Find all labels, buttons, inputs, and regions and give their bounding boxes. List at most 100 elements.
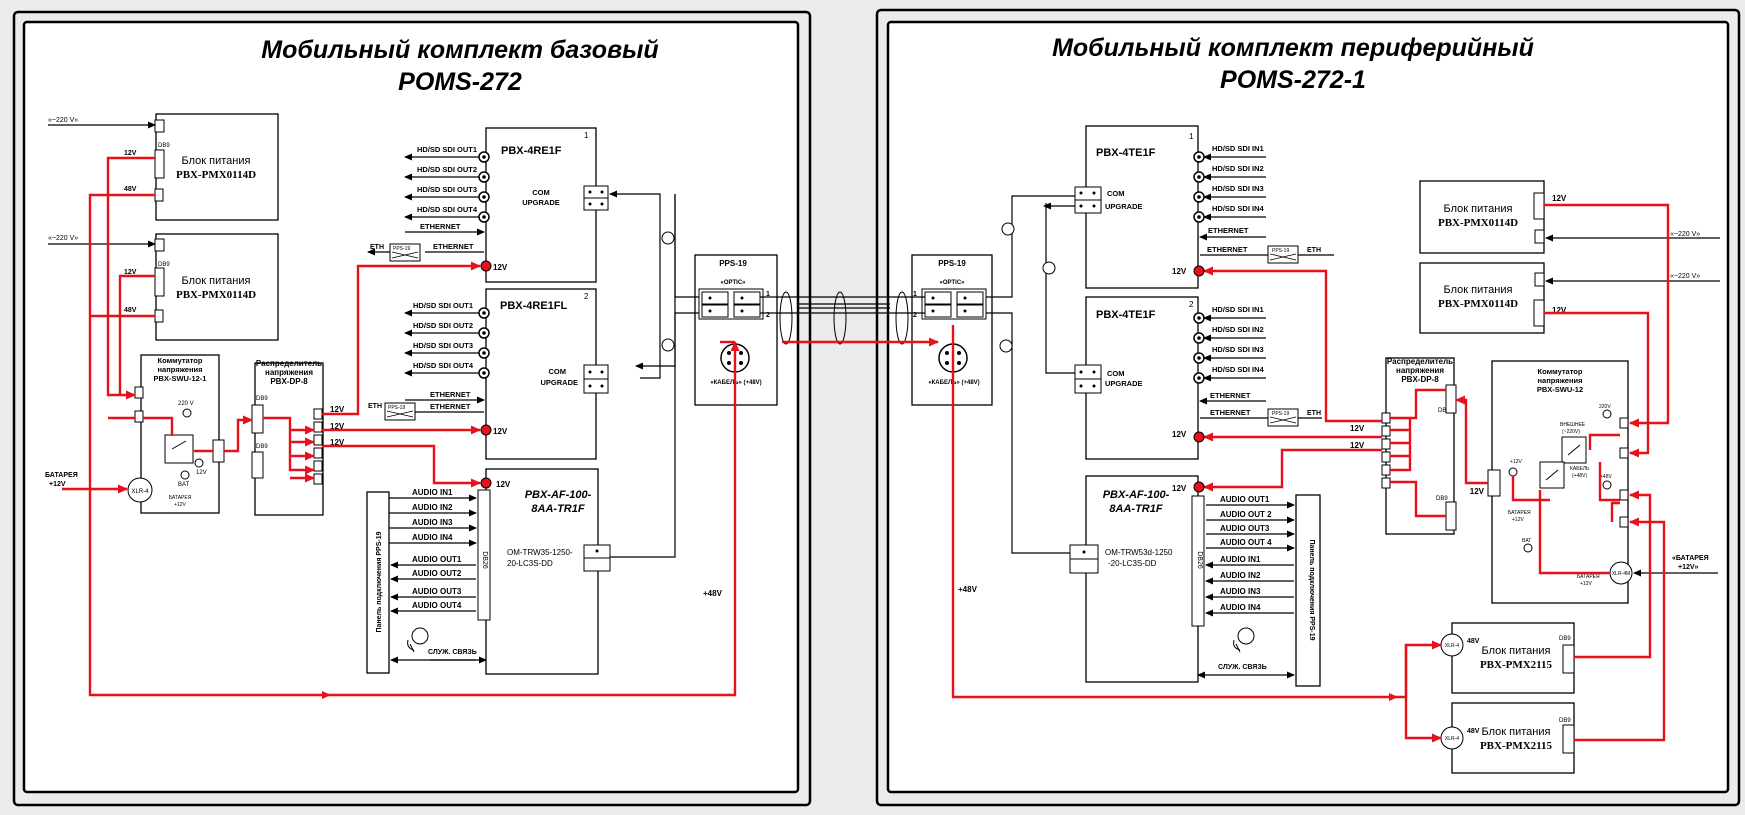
svg-text:12V: 12V [1552,306,1567,315]
svg-text:AUDIO IN4: AUDIO IN4 [1220,603,1261,612]
v48-label: 48V [124,307,137,314]
terminal-icon [1619,516,1629,528]
terminal-icon [154,188,164,202]
svg-text:12V: 12V [1350,441,1365,450]
svg-text:«OPTIC»: «OPTIC» [720,280,746,286]
db9-connector-icon [1533,299,1545,327]
svg-text:ВНЕШНЕЕ: ВНЕШНЕЕ [1560,422,1586,428]
v48-label: +48V [703,589,723,598]
indicator-icon [1602,409,1612,419]
svg-text:12V: 12V [1552,194,1567,203]
right-te2-ports: HD/SD SDI IN1 HD/SD SDI IN2 HD/SD SDI IN… [1193,305,1322,427]
right-voltage-switch: Коммутатор напряжения PBX-SWU-12 220V ВН… [1470,360,1633,604]
db9-connector-icon [1487,469,1501,497]
svg-text:КАБЕЛЬ: КАБЕЛЬ [1570,466,1590,472]
svg-text:ETH: ETH [370,244,384,251]
svg-text:HD/SD SDI OUT1: HD/SD SDI OUT1 [417,145,477,154]
audio-out-3: AUDIO OUT3 [390,587,476,601]
right-pbx-af-100: PBX-AF-100- 8AA-TR1F 12V OM-TRW53d-1250 … [1069,475,1205,683]
svg-text:напряжения: напряжения [265,368,313,377]
svg-text:AUDIO IN2: AUDIO IN2 [1220,571,1261,580]
svg-text:PBX-DP-8: PBX-DP-8 [1401,375,1439,384]
sdi-out-2: HD/SD SDI OUT2 [404,165,490,183]
sdi-out-1: HD/SD SDI OUT1 [404,301,490,319]
sdi-in-3: HD/SD SDI IN3 [1193,184,1266,203]
svg-text:PPS-19: PPS-19 [1272,248,1289,254]
svg-text:220 V: 220 V [178,401,194,407]
device-model: PBX-4TE1F [1096,147,1156,159]
svg-text:напряжения: напряжения [1538,376,1583,385]
ac-label: «~220 V» [48,117,78,124]
sdi-out-4: HD/SD SDI OUT4 [404,205,490,223]
svg-text:2: 2 [1189,300,1194,309]
svg-text:ETH: ETH [1307,247,1321,254]
svg-text:12V: 12V [1470,487,1485,496]
right-pbx-4te1f-1: PBX-4TE1F 1 COM UPGRADE 12V [1074,125,1199,289]
svg-text:Распределитель: Распределитель [256,359,322,368]
sdi-in-4: HD/SD SDI IN4 [1193,204,1266,223]
svg-text:COM: COM [549,367,567,376]
svg-text:(~220V): (~220V) [1562,429,1580,435]
svg-text:AUDIO OUT4: AUDIO OUT4 [412,601,462,610]
db9-connector-icon [212,439,225,463]
indicator-icon [182,408,192,418]
audio-out-3: AUDIO OUT3 [1206,524,1295,538]
svg-text:HD/SD SDI IN3: HD/SD SDI IN3 [1212,184,1264,193]
audio-out-2: AUDIO OUT 2 [1206,510,1295,524]
svg-text:PBX-SWU-12-1: PBX-SWU-12-1 [154,374,207,383]
svg-text:AUDIO IN3: AUDIO IN3 [1220,587,1261,596]
left-voltage-switch: Коммутатор напряжения PBX-SWU-12-1 220 V… [127,354,225,514]
svg-text:DB26: DB26 [1196,551,1203,569]
device-model: PBX-4RE1F [501,145,562,157]
svg-text:UPGRADE: UPGRADE [1105,202,1143,211]
svg-text:+12V: +12V [1512,517,1524,523]
svg-text:COM: COM [532,188,550,197]
svg-text:-20-LC3S-DD: -20-LC3S-DD [1108,559,1157,568]
svg-text:20-LC3S-DD: 20-LC3S-DD [507,559,553,568]
svg-text:AUDIO OUT 2: AUDIO OUT 2 [1220,510,1272,519]
svg-text:HD/SD SDI IN4: HD/SD SDI IN4 [1212,365,1265,374]
db9-connector-icon [1562,644,1575,674]
audio-out-4: AUDIO OUT 4 [1206,538,1295,552]
svg-text:Панель подключения PPS-19: Панель подключения PPS-19 [1308,540,1315,641]
v12-label: 12V [124,269,137,276]
left-pbx-4re1fl: PBX-4RE1FL 2 COM UPGRADE [485,288,609,460]
svg-text:DB9: DB9 [1436,496,1448,502]
svg-text:HD/SD SDI IN4: HD/SD SDI IN4 [1212,204,1265,213]
svg-text:«OPTIC»: «OPTIC» [939,280,965,286]
svg-text:HD/SD SDI OUT1: HD/SD SDI OUT1 [413,301,473,310]
svg-text:Панель подключения PPS-19: Панель подключения PPS-19 [376,531,383,632]
terminal-icon [134,410,144,423]
terminal-icon [1619,489,1629,501]
db9-connector-icon [251,404,264,434]
svg-text:PPS-19: PPS-19 [1272,411,1289,417]
audio-in-1: AUDIO IN1 [1205,555,1294,569]
left-com-wiring [609,190,699,558]
db26-connector-icon [477,489,491,621]
svg-text:AUDIO IN1: AUDIO IN1 [412,488,453,497]
ac-socket-icon [1534,229,1545,244]
left-pbx-af-100: PBX-AF-100- 8AA-TR1F OM-TRW35-1250- 20-L… [477,468,611,675]
left-title-line2: POMS-272 [398,68,522,96]
svg-text:12V: 12V [196,470,207,476]
right-title-line2: POMS-272-1 [1220,66,1366,94]
left-psu-1: Блок питания PBX-PMX0114D DB9 «~220 V» 1… [48,113,279,221]
db9-connector-icon [1445,501,1457,531]
svg-text:БАТАРЕЯ: БАТАРЕЯ [169,495,192,501]
svg-text:СЛУЖ. СВЯЗЬ: СЛУЖ. СВЯЗЬ [428,649,477,656]
svg-text:AUDIO OUT2: AUDIO OUT2 [412,569,462,578]
svg-text:HD/SD SDI IN1: HD/SD SDI IN1 [1212,305,1264,314]
psu-model: PBX-PMX2115 [1480,659,1553,671]
svg-text:СЛУЖ. СВЯЗЬ: СЛУЖ. СВЯЗЬ [1218,664,1267,671]
audio-in-4: AUDIO IN4 [1205,603,1294,617]
audio-in-4: AUDIO IN4 [389,533,477,547]
headset-icon [1233,627,1255,653]
sdi-out-1: HD/SD SDI OUT1 [404,145,490,163]
svg-text:«БАТАРЕЯ: «БАТАРЕЯ [1672,555,1709,562]
svg-text:БАТАРЕЯ: БАТАРЕЯ [1508,510,1531,516]
optic-link [760,291,925,345]
device-model: PBX-4TE1F [1096,309,1156,321]
svg-text:ETHERNET: ETHERNET [430,402,471,411]
svg-text:ETHERNET: ETHERNET [430,390,471,399]
svg-text:PPS-19: PPS-19 [938,259,966,268]
